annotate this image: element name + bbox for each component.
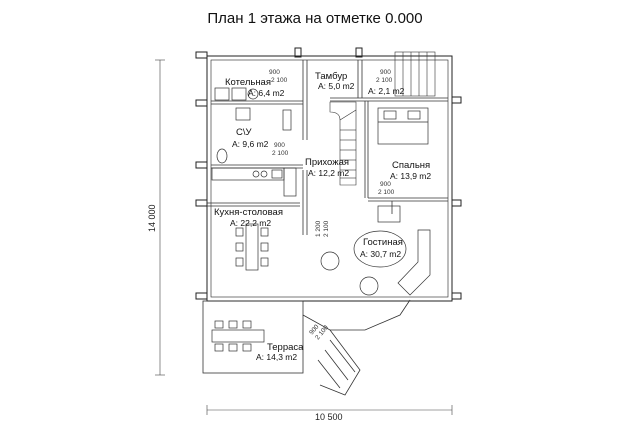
room-kitchen-name: Кухня-столовая <box>214 207 283 218</box>
room-boiler-area: A: 6,4 m2 <box>248 88 285 98</box>
room-wc-area: A: 9,6 m2 <box>232 139 269 149</box>
door-label-2100: 2 100 <box>378 189 395 196</box>
room-bedroom-name: Спальня <box>392 160 430 171</box>
boiler-fixtures <box>214 87 259 101</box>
door-label-2100: 2 100 <box>271 77 288 84</box>
room-small-area: A: 2,1 m2 <box>368 86 405 96</box>
room-boiler-name: Котельная <box>225 77 271 88</box>
room-kitchen-area: A: 22,2 m2 <box>230 218 271 228</box>
room-living-area: A: 30,7 m2 <box>360 249 401 259</box>
room-terrace-area: A: 14,3 m2 <box>256 352 297 362</box>
dining-table <box>235 223 269 271</box>
room-vestibule-name: Тамбур <box>315 71 347 82</box>
dimension-lines <box>155 59 453 415</box>
room-bedroom-area: A: 13,9 m2 <box>390 171 431 181</box>
dimension-height: 14 000 <box>147 204 157 232</box>
interior-walls <box>207 60 448 235</box>
bed <box>377 107 429 145</box>
room-terrace-name: Терраса <box>267 342 304 353</box>
door-label-2100: 2 100 <box>376 77 393 84</box>
room-living-name: Гостиная <box>363 237 403 248</box>
entry-steps <box>394 51 436 97</box>
door-label-900: 900 <box>380 69 391 76</box>
wc-fixtures <box>216 107 292 164</box>
room-hall-name: Прихожая <box>305 157 349 168</box>
plan-title: План 1 этажа на отметке 0.000 <box>207 10 423 27</box>
dimension-width: 10 500 <box>315 412 343 422</box>
door-label-900: 900 <box>274 142 285 149</box>
outer-walls <box>195 47 462 302</box>
door-label-900: 900 <box>269 69 280 76</box>
living-furniture <box>320 205 431 296</box>
door-label-2100: 2 100 <box>272 150 289 157</box>
kitchen-counter <box>211 167 297 197</box>
staircase <box>329 101 357 186</box>
room-wc-name: С\У <box>236 127 253 138</box>
room-hall-area: A: 12,2 m2 <box>308 168 349 178</box>
terrace-table <box>211 320 265 352</box>
door-label-1200: 1 200 <box>315 220 322 237</box>
terrace-outline <box>202 299 411 396</box>
door-label-900: 900 <box>380 181 391 188</box>
door-label-2100: 2 100 <box>323 220 330 237</box>
room-vestibule-area: A: 5,0 m2 <box>318 81 355 91</box>
